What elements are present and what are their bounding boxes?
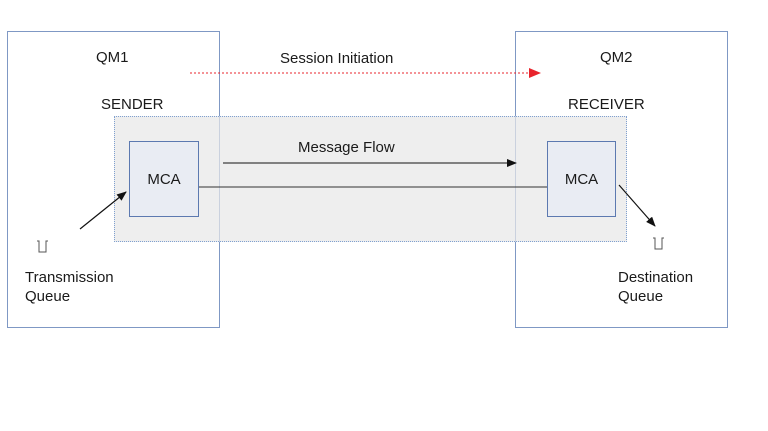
destination-queue-label: Destination Queue (618, 269, 694, 305)
qm1-role: SENDER (101, 96, 164, 113)
channel-band (114, 116, 627, 242)
qm2-role: RECEIVER (568, 96, 645, 113)
sender-mca-box: MCA (129, 141, 199, 217)
destination-queue-icon (653, 237, 664, 250)
message-flow-label: Message Flow (298, 139, 395, 156)
receiver-mca-label: MCA (564, 170, 599, 188)
sender-mca-label: MCA (147, 170, 181, 188)
qm2-name: QM2 (600, 49, 633, 66)
transmission-queue-arrow (79, 191, 127, 230)
qm1-name: QM1 (96, 49, 129, 66)
session-initiation-label: Session Initiation (280, 50, 394, 67)
destination-queue-arrow (618, 184, 656, 227)
transmission-queue-icon (37, 240, 48, 253)
transmission-queue-label: Transmission Queue (25, 269, 114, 305)
receiver-mca-box: MCA (547, 141, 616, 217)
